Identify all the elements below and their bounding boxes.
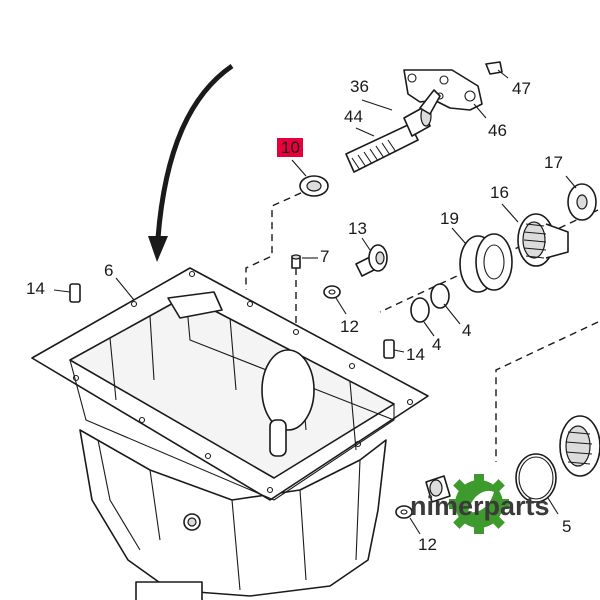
dowel-14-right — [383, 339, 395, 359]
callout-12-lower: 12 — [418, 535, 437, 554]
assembly-arrow — [148, 63, 234, 262]
callout-14-left: 14 — [26, 279, 45, 298]
fitting-lower — [425, 475, 451, 503]
callout-7: 7 — [320, 247, 329, 266]
plug-13 — [355, 244, 388, 277]
washer-17 — [567, 183, 597, 221]
bracket-plate — [403, 61, 503, 111]
callout-12-upper: 12 — [340, 317, 359, 336]
o-rings-4 — [410, 283, 450, 323]
callout-6: 6 — [104, 261, 113, 280]
leader-lines — [53, 69, 577, 535]
ring-19 — [459, 233, 513, 293]
callout-4-right: 4 — [462, 321, 471, 340]
oil-pan-6 — [31, 267, 429, 600]
pin-7 — [291, 254, 301, 269]
bearing-lower-right — [559, 415, 600, 477]
callout-47: 47 — [512, 79, 531, 98]
watermark-text: nimerparts — [410, 491, 550, 521]
washer-12-upper — [323, 285, 341, 299]
callout-36: 36 — [350, 77, 369, 96]
callout-4-left: 4 — [432, 335, 441, 354]
callout-14-right: 14 — [406, 345, 425, 364]
seal-10 — [299, 175, 329, 197]
callout-10-highlight — [277, 138, 303, 157]
washer-12-lower — [395, 505, 413, 519]
callout-10: 10 — [281, 138, 300, 157]
bearing-16 — [517, 213, 569, 267]
callout-46: 46 — [488, 121, 507, 140]
callout-5: 5 — [562, 517, 571, 536]
callout-13: 13 — [348, 219, 367, 238]
callout-17: 17 — [544, 153, 563, 172]
o-ring-5 — [515, 453, 557, 503]
callout-labels: 36 47 44 46 10 17 16 19 13 7 14 6 12 4 4… — [26, 77, 571, 554]
callout-44: 44 — [344, 107, 363, 126]
shaft-44 — [345, 89, 441, 173]
callout-16: 16 — [490, 183, 509, 202]
callout-19: 19 — [440, 209, 459, 228]
dowel-14-left — [69, 283, 81, 303]
